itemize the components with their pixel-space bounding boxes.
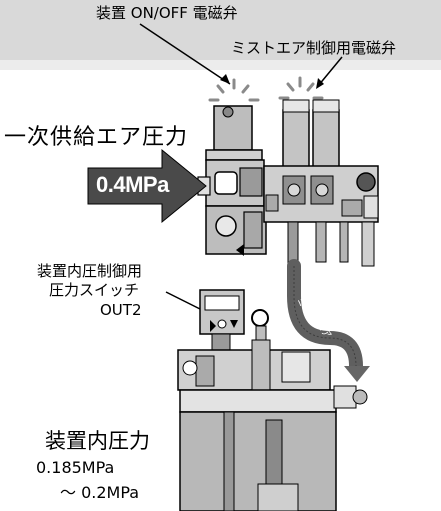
pressure-switch-label-line1: 装置内圧制御用: [37, 262, 143, 280]
mist-air-manifold: [263, 99, 379, 267]
pressure-switch: [199, 289, 269, 353]
leader-line-switch: [165, 291, 203, 311]
mist-air-hose: [287, 259, 363, 373]
primary-supply-label: 一次供給エア圧力: [4, 125, 189, 150]
pressure-vessel: [177, 339, 368, 511]
internal-pressure-value-2: ～ 0.2MPa: [60, 483, 140, 502]
mist-valve-label: ミストエア制御用電磁弁: [231, 39, 397, 57]
supply-pressure-arrow: [87, 148, 207, 224]
header-band: [0, 0, 441, 62]
onoff-solenoid-valve: [197, 105, 267, 256]
internal-pressure-value-1: 0.185MPa: [36, 458, 115, 477]
leader-line-onoff: [139, 23, 231, 85]
leader-line-mist: [317, 56, 343, 87]
activation-marks: [208, 76, 324, 102]
pressure-switch-label-line2: 圧力スイッチ: [49, 281, 140, 299]
pressure-switch-label-line3: OUT2: [100, 301, 142, 319]
supply-pressure-value: 0.4MPa: [96, 172, 169, 197]
onoff-valve-label: 装置 ON/OFF 電磁弁: [96, 4, 238, 22]
internal-pressure-label: 装置内圧力: [45, 429, 150, 453]
flow-arrow-head: [344, 366, 370, 382]
